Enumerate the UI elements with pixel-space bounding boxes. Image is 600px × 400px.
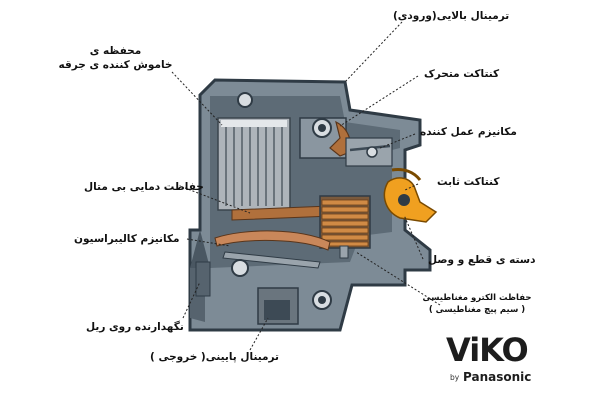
label-moving-contact: کنتاکت متحرک (424, 68, 500, 80)
label-calibration-mechanism: مکانیزم کالیبراسیون (74, 233, 180, 245)
logo-sub-text: Panasonic (463, 370, 532, 384)
label-operating-mechanism: مکانیزم عمل کننده (420, 126, 517, 138)
label-arc-chute: محفظه ی خاموش کننده ی جرقه (58, 45, 173, 71)
label-bottom-terminal: ترمینال پایینی( خروجی ) (150, 351, 280, 363)
rail-holder (195, 259, 249, 297)
magnetic-coil (319, 195, 371, 259)
operating-mechanism (345, 137, 393, 167)
label-electromagnetic-protection: حفاظت الکترو مغناطیسی ( سیم پیچ مغناطیسی… (422, 293, 532, 315)
logo-by-text: by (450, 373, 460, 382)
bottom-terminal (257, 287, 332, 325)
calibration-mechanism (214, 230, 331, 269)
label-rail-holder: نگهدارنده روی ریل (86, 321, 184, 333)
label-fixed-contact: کنتاکت ثابت (437, 176, 500, 188)
handle (383, 168, 438, 223)
arc-chute (217, 117, 291, 211)
logo-brand-text: ViKO (446, 331, 529, 369)
label-top-terminal: ترمینال بالایی(ورودی) (393, 10, 510, 22)
label-thermal-protection: حفاظت دمایی بی متال (84, 181, 204, 193)
label-handle: دسته ی قطع و وصل (428, 254, 536, 266)
brand-logo: ViKO by Panasonic (446, 332, 556, 392)
leader-lines (171, 21, 441, 351)
